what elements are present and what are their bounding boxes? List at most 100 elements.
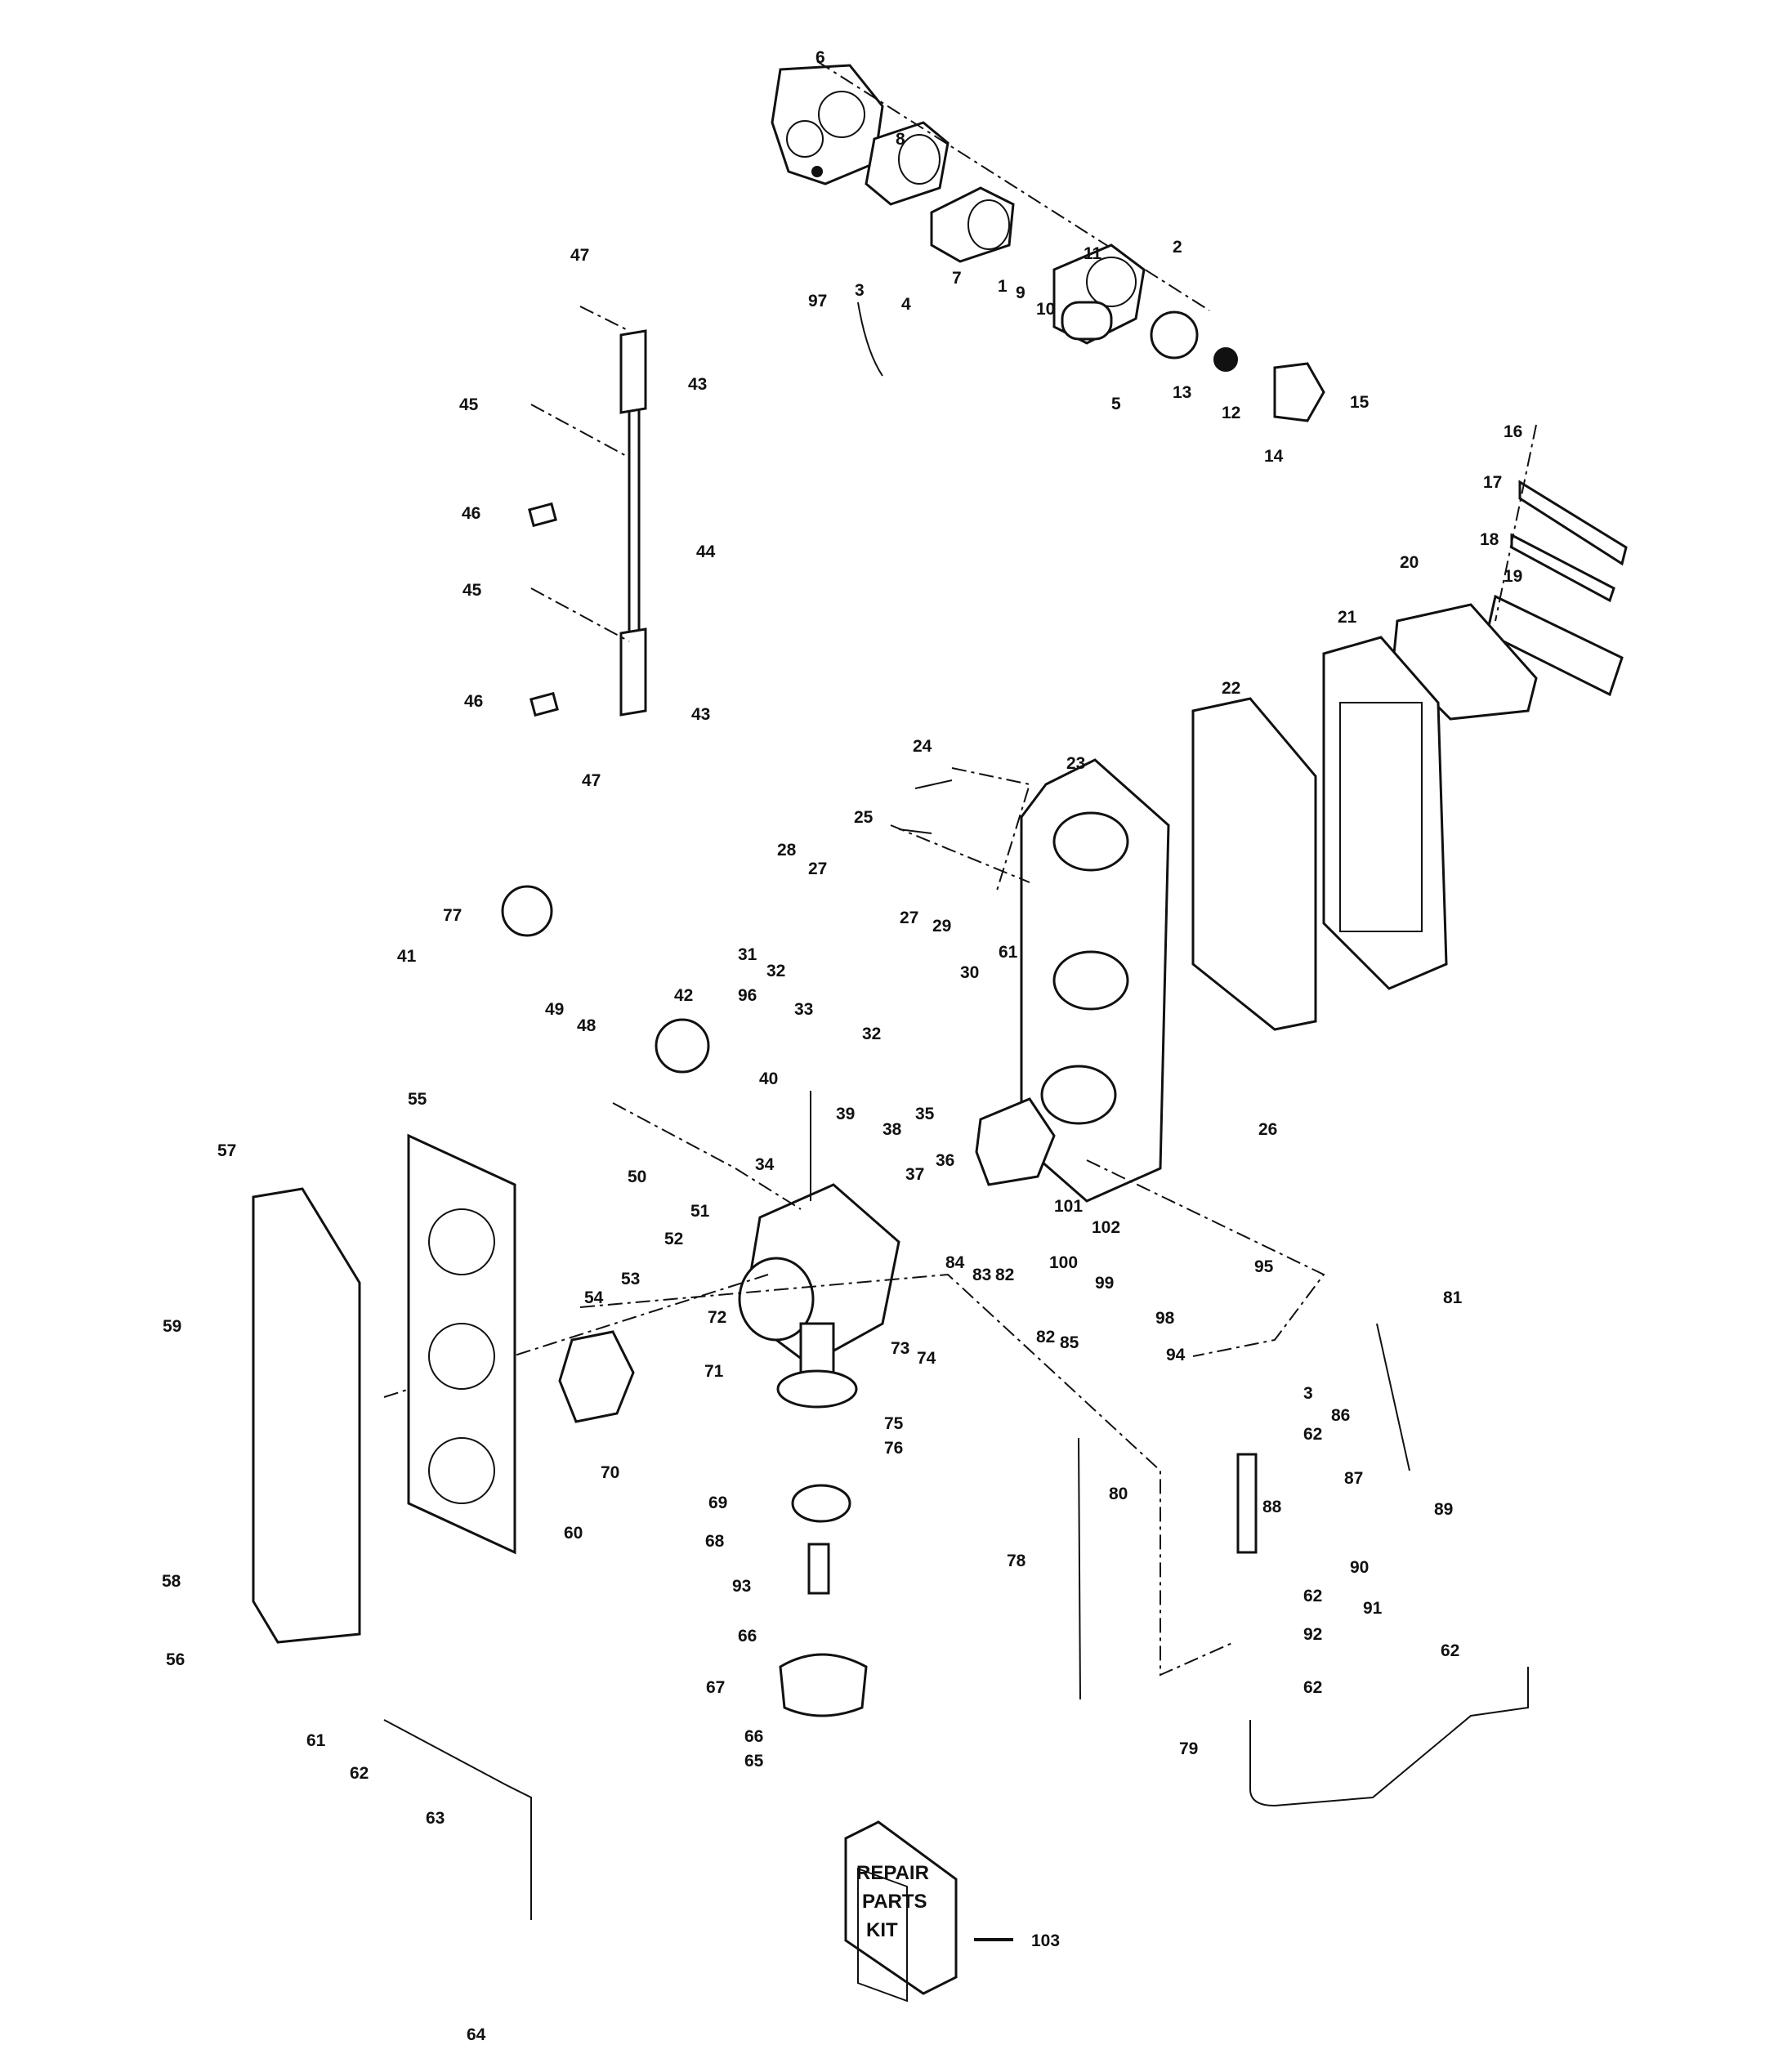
gasket-70	[558, 1330, 635, 1423]
fuel-line-4	[857, 301, 883, 377]
part-label-1: 1	[998, 277, 1008, 296]
part-label-64: 64	[467, 2025, 486, 2044]
part-label-92: 92	[1303, 1625, 1323, 1644]
part-label-99: 99	[1095, 1274, 1115, 1293]
part-label-94: 94	[1166, 1346, 1186, 1364]
part-label-87: 87	[1344, 1469, 1364, 1488]
part-label-43: 43	[688, 375, 708, 394]
part-label-77: 77	[443, 906, 462, 925]
part-label-62: 62	[350, 1764, 369, 1783]
silencer-gasket-55	[407, 1133, 516, 1555]
part-label-45: 45	[459, 395, 479, 414]
part-label-40: 40	[759, 1069, 779, 1088]
bowl-gasket-71	[776, 1369, 858, 1409]
part-label-51: 51	[690, 1202, 710, 1221]
part-label-32: 32	[766, 962, 786, 980]
part-label-32: 32	[862, 1025, 882, 1043]
part-label-46: 46	[464, 692, 484, 711]
part-label-55: 55	[408, 1090, 427, 1109]
part-label-45: 45	[462, 581, 482, 600]
part-label-57: 57	[217, 1141, 237, 1160]
part-label-69: 69	[708, 1494, 728, 1512]
part-label-71: 71	[704, 1362, 724, 1381]
part-label-66: 66	[744, 1727, 764, 1746]
part-label-79: 79	[1179, 1739, 1199, 1758]
fuel-pump-motor-housing	[1052, 243, 1146, 345]
part-label-83: 83	[972, 1266, 992, 1284]
part-label-2: 2	[1173, 238, 1182, 257]
part-label-47: 47	[570, 246, 590, 265]
part-label-63: 63	[426, 1809, 445, 1828]
float-69	[791, 1484, 851, 1523]
part-label-76: 76	[884, 1439, 904, 1458]
part-label-98: 98	[1155, 1309, 1175, 1328]
part-label-95: 95	[1254, 1257, 1274, 1276]
part-label-67: 67	[706, 1678, 726, 1697]
part-label-78: 78	[1007, 1552, 1026, 1570]
fuel-hose-79	[1249, 1667, 1529, 1807]
part-label-80: 80	[1109, 1485, 1128, 1503]
part-label-39: 39	[836, 1105, 856, 1123]
part-label-4: 4	[901, 295, 911, 314]
part-label-84: 84	[945, 1253, 965, 1272]
kit-label-line-1: REPAIR	[856, 1862, 929, 1884]
part-label-102: 102	[1092, 1218, 1121, 1237]
part-label-8: 8	[896, 130, 905, 149]
part-label-44: 44	[696, 543, 716, 561]
gasket-35	[975, 1097, 1056, 1186]
part-label-74: 74	[917, 1349, 936, 1368]
kit-label-line-3: KIT	[866, 1919, 898, 1941]
part-label-82: 82	[995, 1266, 1015, 1284]
part-label-37: 37	[905, 1165, 925, 1184]
part-label-90: 90	[1350, 1558, 1370, 1577]
part-label-86: 86	[1331, 1406, 1351, 1425]
part-label-25: 25	[854, 808, 874, 827]
part-label-72: 72	[708, 1308, 727, 1327]
part-label-54: 54	[584, 1288, 604, 1307]
part-label-35: 35	[915, 1105, 935, 1123]
part-label-48: 48	[577, 1016, 597, 1035]
part-label-11: 11	[1084, 244, 1102, 263]
part-label-6: 6	[815, 48, 825, 67]
part-label-100: 100	[1049, 1253, 1079, 1272]
part-label-88: 88	[1262, 1498, 1282, 1516]
rod-86	[1376, 1323, 1410, 1471]
part-label-34: 34	[755, 1155, 775, 1174]
part-label-3: 3	[855, 281, 865, 300]
part-label-7: 7	[952, 269, 962, 288]
intake-manifold	[1020, 758, 1170, 1203]
kit-label-line-2: PARTS	[862, 1891, 927, 1913]
part-label-62: 62	[1303, 1587, 1323, 1605]
rod-78	[1078, 1437, 1081, 1700]
part-label-96: 96	[738, 986, 757, 1005]
throttle-cam-77	[501, 885, 553, 937]
part-label-33: 33	[794, 1000, 814, 1019]
main-jet-93	[807, 1543, 830, 1595]
part-label-62: 62	[1441, 1641, 1460, 1660]
part-label-10: 10	[1036, 300, 1056, 319]
part-label-12: 12	[1222, 404, 1241, 422]
fuel-hose-63	[383, 1719, 532, 1920]
part-label-52: 52	[664, 1230, 684, 1248]
part-label-50: 50	[628, 1168, 647, 1186]
part-label-41: 41	[397, 947, 417, 966]
part-label-42: 42	[674, 986, 694, 1005]
part-label-13: 13	[1173, 383, 1192, 402]
part-label-28: 28	[777, 841, 797, 860]
part-label-62: 62	[1303, 1678, 1323, 1697]
repair-parts-kit-box: REPAIR PARTS KIT	[844, 1820, 958, 2003]
part-label-49: 49	[545, 1000, 565, 1019]
part-label-38: 38	[882, 1120, 902, 1139]
fuel-filter-88	[1236, 1453, 1258, 1554]
part-label-26: 26	[1258, 1120, 1278, 1139]
part-label-73: 73	[891, 1339, 910, 1358]
part-label-58: 58	[162, 1572, 181, 1591]
part-label-93: 93	[732, 1577, 752, 1596]
part-label-81: 81	[1443, 1288, 1463, 1307]
part-label-20: 20	[1400, 553, 1419, 572]
part-label-68: 68	[705, 1532, 725, 1551]
part-label-15: 15	[1350, 393, 1370, 412]
part-label-59: 59	[163, 1317, 182, 1336]
